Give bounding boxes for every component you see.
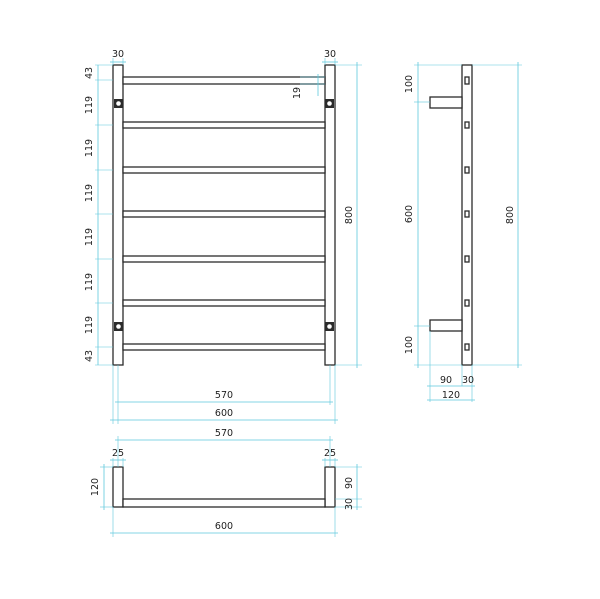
dim-top-bracket-offset: 100 — [404, 75, 415, 93]
dim-bar-spacing-4: 119 — [84, 228, 95, 246]
right-rail — [324, 64, 336, 366]
dim-front-inner-width: 570 — [215, 390, 233, 401]
side-view: 100 600 100 800 90 30 120 — [404, 62, 522, 402]
bottom-standoff-bracket — [429, 319, 463, 332]
dim-bottom-offset: 43 — [84, 350, 95, 362]
dim-side-rail-depth: 30 — [462, 375, 474, 386]
dim-top-total-width: 600 — [215, 521, 233, 532]
bar-2 — [122, 121, 326, 129]
top-view-right-post — [324, 466, 336, 508]
dim-bracket-spacing: 600 — [404, 205, 415, 223]
bar-5 — [122, 255, 326, 263]
dim-right-rail-width: 30 — [324, 49, 336, 60]
top-view-left-post — [112, 466, 124, 508]
mounting-points — [114, 99, 334, 331]
dim-top-rail-depth: 30 — [344, 498, 355, 510]
bar-3 — [122, 166, 326, 174]
dim-bar-thickness: 19 — [292, 87, 303, 99]
dim-top-inner-width: 570 — [215, 428, 233, 439]
front-view: 30 30 19 43 119 119 119 119 119 119 43 — [84, 49, 362, 424]
dim-right-post: 25 — [324, 448, 336, 459]
dim-bar-spacing-2: 119 — [84, 139, 95, 157]
top-view: 570 25 25 120 90 30 600 — [90, 428, 362, 537]
dim-top-total-depth: 120 — [90, 478, 101, 496]
dim-bar-spacing-6: 119 — [84, 316, 95, 334]
top-standoff-bracket — [429, 96, 463, 109]
dim-bottom-bracket-offset: 100 — [404, 336, 415, 354]
bar-ends — [464, 76, 470, 351]
dim-bar-spacing-5: 119 — [84, 273, 95, 291]
dim-front-total-width: 600 — [215, 408, 233, 419]
bar-4 — [122, 210, 326, 218]
bar-7 — [122, 343, 326, 351]
bar-1 — [122, 76, 326, 85]
dim-side-total-height: 800 — [505, 206, 516, 224]
dim-side-total-depth: 120 — [442, 390, 460, 401]
bar-6 — [122, 299, 326, 307]
dim-top-offset: 43 — [84, 67, 95, 79]
dim-bar-spacing-1: 119 — [84, 96, 95, 114]
dim-top-standoff: 90 — [344, 477, 355, 489]
left-rail — [112, 64, 124, 366]
dim-front-total-height: 800 — [344, 206, 355, 224]
left-extension-lines — [95, 64, 113, 366]
dim-side-standoff: 90 — [440, 375, 452, 386]
dim-bar-spacing-3: 119 — [84, 184, 95, 202]
dim-left-post: 25 — [112, 448, 124, 459]
horizontal-bars — [122, 76, 326, 351]
side-rail — [461, 64, 473, 366]
dim-left-rail-width: 30 — [112, 49, 124, 60]
top-view-bar — [122, 498, 326, 508]
